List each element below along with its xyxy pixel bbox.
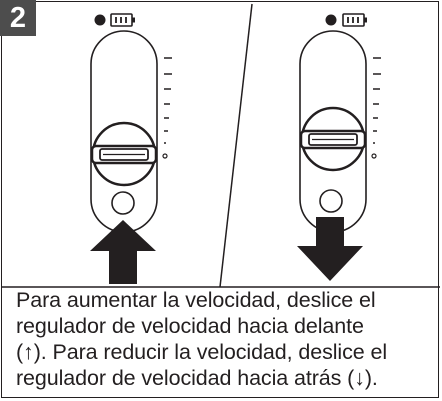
panel-increase	[90, 13, 172, 284]
battery-icon	[342, 13, 367, 27]
power-dot-icon	[325, 14, 337, 26]
regulator-button	[111, 191, 135, 215]
arrow-up-icon	[90, 220, 156, 284]
panel-decrease	[297, 13, 381, 281]
step-number-badge: 2	[0, 0, 36, 36]
instruction-caption: Para aumentar la velocidad, deslice el r…	[16, 287, 428, 391]
panel-divider	[219, 3, 253, 288]
caption-line-1: Para aumentar la velocidad, deslice el	[16, 288, 376, 312]
speed-scale	[373, 57, 381, 144]
speed-scale	[164, 57, 172, 144]
caption-line-4: regulador de velocidad hacia atrás (↓).	[16, 366, 378, 390]
caption-line-3: (↑). Para reducir la velocidad, deslice …	[16, 340, 388, 364]
speed-dial-icon	[299, 106, 367, 172]
regulator-button	[319, 189, 343, 213]
arrow-down-icon	[297, 217, 363, 281]
battery-icon	[110, 13, 135, 27]
caption-line-2: regulador de velocidad hacia delante	[16, 314, 364, 338]
power-dot-icon	[94, 14, 106, 26]
speed-dial-icon	[90, 121, 158, 187]
